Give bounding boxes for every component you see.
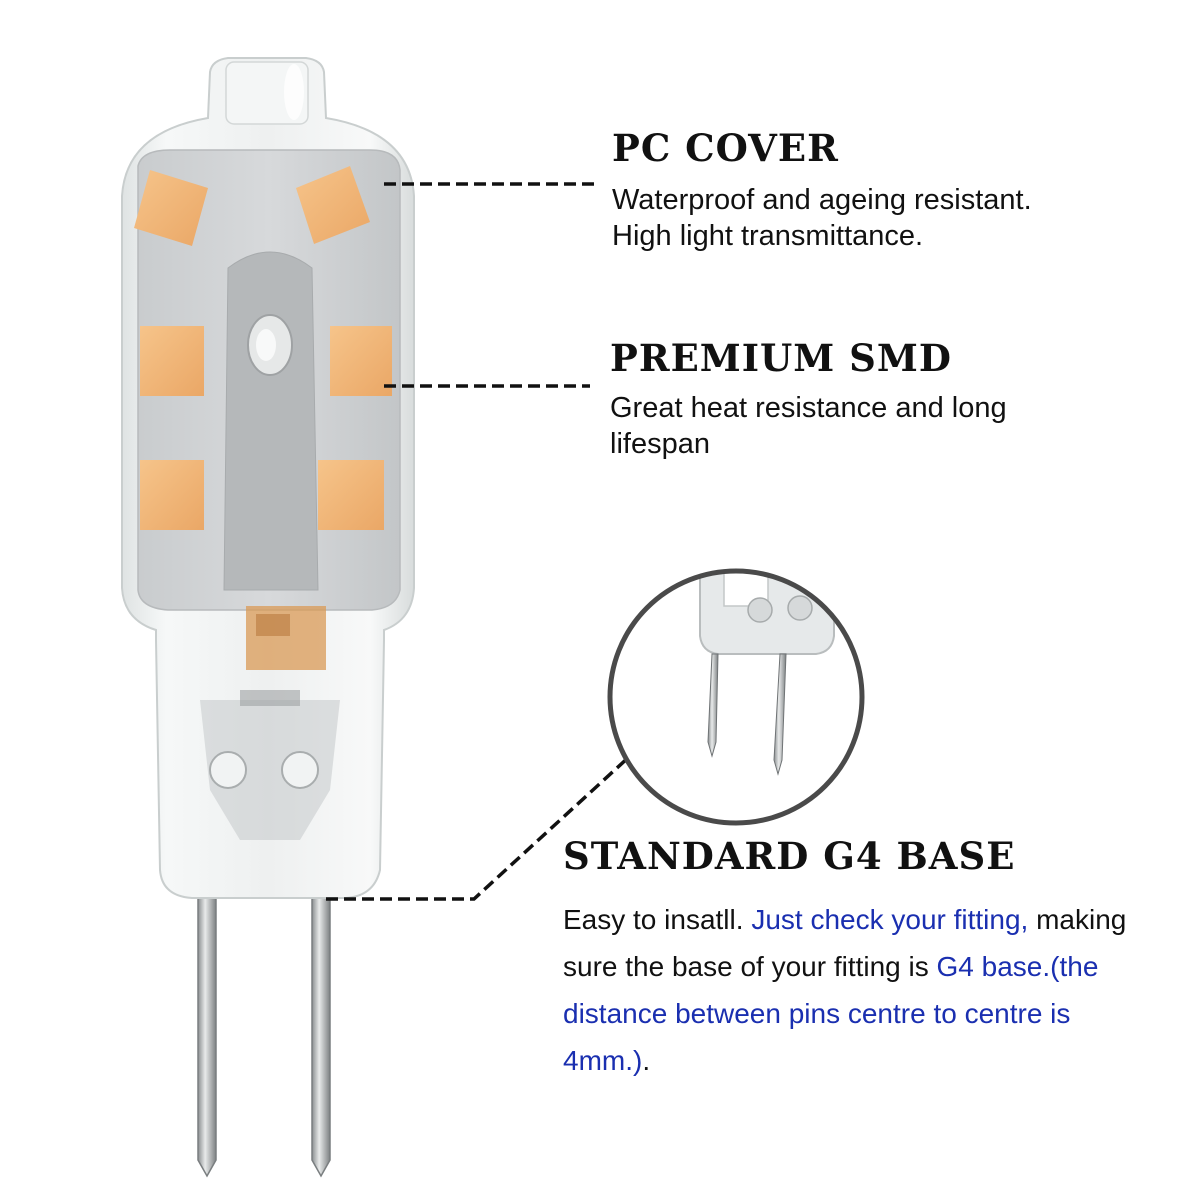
pc-cover-title: PC COVER	[612, 126, 839, 170]
feature-premium-smd: PREMIUM SMD Great heat resistance and lo…	[610, 336, 1110, 462]
pc-cover-line-2: High light transmittance.	[612, 220, 924, 252]
feature-standard-g4-base: STANDARD G4 BASE Easy to insatll. Just c…	[563, 834, 1163, 1084]
bulb-base-internals	[200, 606, 340, 840]
pc-cover-description: Waterproof and ageing resistant. High li…	[612, 182, 1032, 254]
g4-base-description: Easy to insatll. Just check your fitting…	[563, 896, 1163, 1084]
smd-leds	[134, 166, 392, 530]
pc-cover-line-1: Waterproof and ageing resistant.	[612, 184, 1032, 216]
leader-lines	[326, 182, 632, 901]
g4-base-text-1: Easy to insatll.	[563, 904, 752, 935]
bulb-pins	[197, 879, 331, 1178]
premium-smd-title: PREMIUM SMD	[610, 336, 952, 380]
g4-base-text-2: Just check your fitting,	[751, 904, 1029, 935]
base-leader	[326, 754, 632, 901]
premium-smd-description: Great heat resistance and long lifespan	[610, 392, 1007, 460]
g4-base-text-3: making sure the base of your fitting is	[563, 904, 1127, 982]
g4-base-title: STANDARD G4 BASE	[563, 834, 1016, 878]
g4-base-text-4: G4 base.(the distance between pins centr…	[563, 951, 1099, 1076]
g4-pins-zoom-icon	[607, 568, 865, 826]
g4-base-text-5: .	[642, 1045, 651, 1076]
feature-pc-cover: PC COVER Waterproof and ageing resistant…	[612, 126, 1032, 254]
